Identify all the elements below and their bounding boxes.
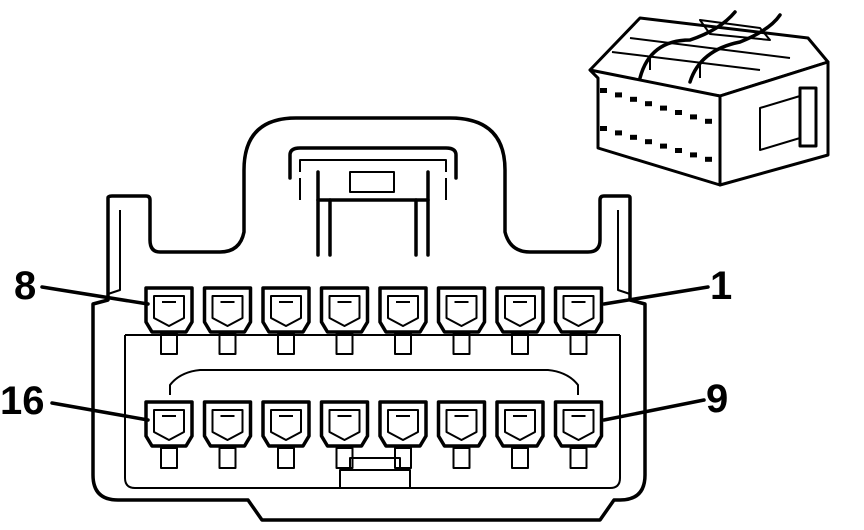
pin-cavity [261, 286, 311, 355]
housing-outline [91, 116, 647, 522]
isometric-pin-cavity [675, 110, 682, 115]
pin-cavity [261, 400, 311, 469]
pin-cavity [436, 286, 487, 355]
isometric-pin-cavity [630, 96, 637, 102]
pin-label-top-left: 8 [14, 264, 36, 308]
isometric-pin-cavity [660, 105, 667, 111]
pin-label-bottom-left: 16 [0, 379, 45, 423]
pin-cavity [495, 400, 545, 469]
pin-cavity [436, 400, 487, 469]
isometric-pin-cavity [630, 134, 637, 140]
isometric-pin-cavity [600, 88, 607, 93]
leader-line-bottom-right [602, 398, 706, 422]
pin-label-bottom-right: 9 [706, 377, 728, 421]
isometric-pin-cavity [645, 101, 652, 107]
housing-inner-frame [124, 335, 621, 489]
pin-cavity [553, 400, 604, 469]
locking-latch [288, 146, 458, 257]
pin-cavity [202, 400, 253, 469]
pin-cavities [144, 286, 604, 469]
pin-label-top-right: 1 [710, 264, 732, 308]
leader-line-bottom-left [50, 401, 150, 422]
pin-cavity [553, 286, 604, 355]
isometric-pin-cavity [690, 152, 697, 158]
isometric-pin-cavity [600, 126, 607, 131]
pin-cavity [202, 286, 253, 355]
pin-cavity [378, 286, 428, 355]
isometric-pin-cavity [615, 130, 622, 136]
isometric-pin-cavity [615, 92, 622, 98]
isometric-pin-cavity [690, 114, 697, 120]
pin-cavity [144, 286, 194, 355]
pin-cavity [319, 286, 370, 355]
leader-line-top-left [40, 285, 150, 306]
housing-inner-outline [107, 210, 631, 295]
connector-isometric-view [588, 10, 830, 187]
bottom-latch [339, 457, 411, 488]
isometric-pin-cavity [705, 156, 712, 162]
leader-line-top-right [602, 285, 710, 306]
pin-cavity [144, 400, 194, 469]
connector-face-view [91, 116, 647, 522]
leader-lines [40, 285, 710, 422]
pin-cavity [495, 286, 545, 355]
pin-cavity [378, 400, 428, 469]
isometric-pin-cavity [705, 118, 712, 124]
pin-cavity [319, 400, 370, 469]
latch-window [349, 171, 395, 193]
isometric-pin-cavity [660, 143, 667, 149]
row-divider-rib [169, 369, 579, 395]
isometric-pin-cavity [675, 148, 682, 153]
isometric-pin-cavity [645, 139, 652, 145]
isometric-pin-cavities [600, 88, 712, 162]
